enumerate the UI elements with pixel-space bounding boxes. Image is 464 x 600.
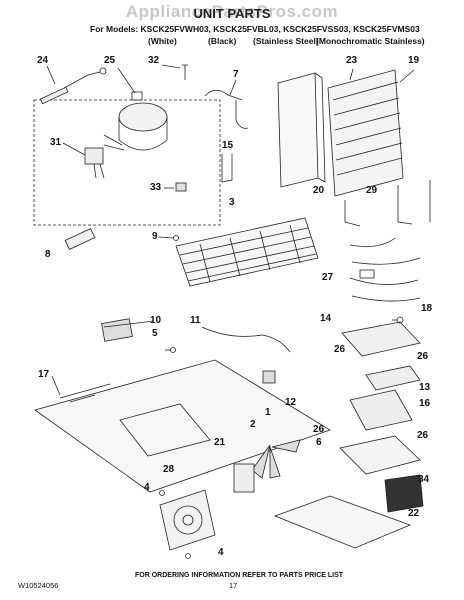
leader-24 xyxy=(46,65,56,85)
callout-19: 19 xyxy=(408,55,420,66)
callout-10: 10 xyxy=(150,315,162,326)
callout-32: 32 xyxy=(148,55,160,66)
leader-17 xyxy=(51,375,61,396)
callout-16: 16 xyxy=(419,398,431,409)
fan-blade-part xyxy=(251,439,301,479)
tube-7-part xyxy=(204,89,249,129)
callout-8: 8 xyxy=(45,249,51,260)
harness-11-part xyxy=(201,326,291,353)
screw-5-part xyxy=(170,347,176,353)
grommet-part xyxy=(175,182,187,192)
leader-7 xyxy=(229,79,237,96)
callout-25: 25 xyxy=(104,55,116,66)
callout-18: 18 xyxy=(421,303,433,314)
tube-29-part xyxy=(397,180,431,225)
callout-31: 31 xyxy=(50,137,62,148)
callout-11: 11 xyxy=(190,315,201,326)
callout-12: 12 xyxy=(285,397,297,408)
leader-19 xyxy=(399,69,415,83)
callout-9: 9 xyxy=(152,231,158,242)
callout-24: 24 xyxy=(37,55,49,66)
doc-number: W10524056 xyxy=(18,581,59,590)
part-12 xyxy=(262,370,276,384)
callout-14: 14 xyxy=(320,313,332,324)
screw-4b-part xyxy=(185,553,191,559)
callout-34: 34 xyxy=(418,474,430,485)
relay-part xyxy=(84,147,105,179)
bracket-20-part xyxy=(344,200,361,227)
housing-16-part xyxy=(349,389,413,431)
base-pan-part xyxy=(34,359,331,493)
variant-monochromatic: (Monochromatic Stainless) xyxy=(316,36,425,46)
variant-white: (White) xyxy=(148,36,177,46)
callout-26c: 26 xyxy=(313,424,325,435)
variant-black: (Black) xyxy=(208,36,237,46)
thermistor-part xyxy=(39,67,107,105)
leader-32 xyxy=(161,64,181,69)
variant-stainless: (Stainless Steel) xyxy=(253,36,319,46)
leader-31 xyxy=(62,142,86,156)
fuse-part xyxy=(64,228,96,250)
condenser-cover-part xyxy=(277,72,326,188)
screw-4a-part xyxy=(159,490,165,496)
callout-2: 2 xyxy=(250,419,256,430)
callout-33: 33 xyxy=(150,182,162,193)
fan-assembly-part xyxy=(159,489,216,551)
callout-6: 6 xyxy=(316,437,322,448)
callout-3: 3 xyxy=(229,197,235,208)
callout-1: 1 xyxy=(265,407,271,418)
leader-23 xyxy=(349,68,354,81)
callout-21: 21 xyxy=(214,437,226,448)
compressor-group-outline xyxy=(33,99,221,226)
callout-15: 15 xyxy=(222,140,234,151)
screw-9-part xyxy=(173,235,179,241)
callout-23: 23 xyxy=(346,55,358,66)
bracket-13-part xyxy=(365,365,421,391)
strip-34-part xyxy=(384,474,424,513)
callout-17: 17 xyxy=(38,369,50,380)
wire-harness-part xyxy=(349,237,421,302)
compressor-part xyxy=(103,91,168,151)
page-number: 17 xyxy=(229,581,238,590)
callout-28: 28 xyxy=(163,464,175,475)
leader-9 xyxy=(158,236,174,239)
condenser-part xyxy=(327,69,404,197)
bolt-part xyxy=(182,64,188,80)
pad-10-part xyxy=(101,318,133,342)
evaporator-part xyxy=(175,217,319,287)
fan-motor-part xyxy=(233,463,255,493)
callout-22: 22 xyxy=(408,508,420,519)
leader-10 xyxy=(103,320,155,328)
models-line: For Models: KSCK25FVWH03, KSCK25FVBL03, … xyxy=(90,24,420,34)
callout-26b: 26 xyxy=(417,351,429,362)
callout-4b: 4 xyxy=(218,547,224,558)
callout-29: 29 xyxy=(366,185,378,196)
callout-5: 5 xyxy=(152,328,158,339)
callout-4a: 4 xyxy=(144,482,150,493)
drain-pan-part xyxy=(273,495,412,549)
callout-20: 20 xyxy=(313,185,325,196)
page-title: UNIT PARTS xyxy=(193,6,271,21)
callout-7: 7 xyxy=(233,69,239,80)
housing-6-part xyxy=(339,435,421,475)
control-board-part xyxy=(341,321,421,357)
callout-26a: 26 xyxy=(334,344,346,355)
ordering-info: FOR ORDERING INFORMATION REFER TO PARTS … xyxy=(135,572,344,579)
callout-26d: 26 xyxy=(417,430,429,441)
leader-25 xyxy=(117,67,136,94)
callout-27: 27 xyxy=(322,272,334,283)
callout-13: 13 xyxy=(419,382,431,393)
clip-15-part xyxy=(221,154,233,183)
watermark-text: AppliancePartsPros.com xyxy=(125,2,339,21)
